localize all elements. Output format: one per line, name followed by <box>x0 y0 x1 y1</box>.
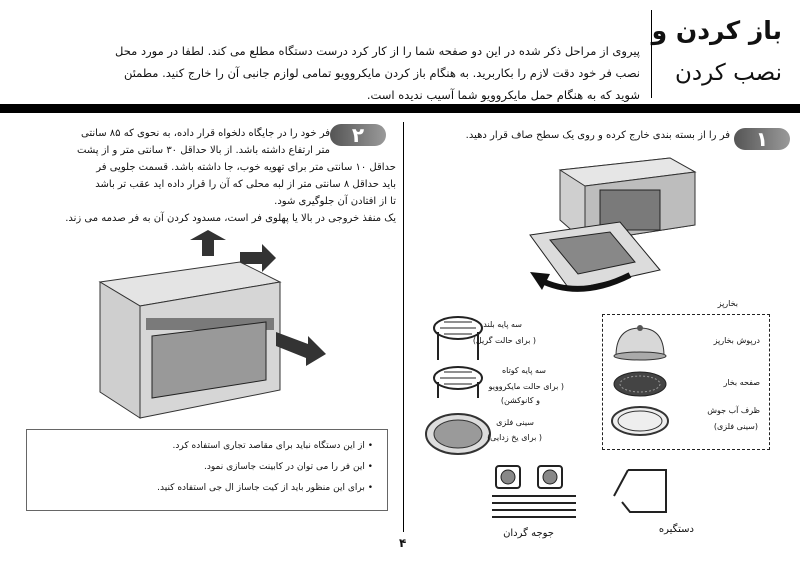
intro-line: پیروی از مراحل ذکر شده در این دو صفحه شم… <box>115 44 640 58</box>
step2-line: تا از افتادن آن جلوگیری شود. <box>274 196 396 207</box>
low-rack-label: سه پایه کوتاه <box>501 366 546 375</box>
step2-badge: ۲ <box>330 124 386 146</box>
low-rack-note: ( برای حالت مایکروویو <box>488 382 564 391</box>
intro-line: شوید که به هنگام حمل مایکروویو شما آسیب … <box>366 88 640 102</box>
notes-box: • از این دستگاه نباید برای مقاصد تجاری ا… <box>26 429 388 511</box>
note-item: • این فر را می توان در کابینت جاسازی نمو… <box>204 462 373 472</box>
metal-tray-icon <box>425 413 491 455</box>
step1-text: فر را از بسته بندی خارج کرده و روی یک سط… <box>465 130 730 141</box>
step2-line: باید حداقل ۸ سانتی متر از لبه محلی که آن… <box>95 179 396 190</box>
note-item: • برای این منظور باید از کیت جاساز ال جی… <box>157 483 373 493</box>
high-rack-label: سه پایه بلند <box>483 320 522 329</box>
steam-cover-label: درپوش بخارپز <box>713 336 760 345</box>
handle-label: دستگیره <box>658 524 694 535</box>
handle-icon <box>613 469 667 513</box>
metal-tray-label: سینی فلزی <box>496 418 534 427</box>
boil-bowl-note: (سینی فلزی) <box>713 422 758 431</box>
high-rack-note: ( برای حالت گریل) <box>472 336 536 345</box>
note-item: • از این دستگاه نباید برای مقاصد تجاری ا… <box>172 441 373 451</box>
boil-bowl-label: ظرف آب جوش <box>707 406 760 415</box>
steamer-group-box <box>602 314 770 450</box>
steamer-group-label: بخارپز <box>678 297 738 310</box>
header-bar <box>0 104 800 113</box>
column-divider <box>403 122 404 532</box>
page-number: ۴ <box>399 536 407 550</box>
page-title-line2: نصب کردن <box>674 60 782 86</box>
page-title-line1: باز کردن و <box>651 16 782 45</box>
low-rack-note: و کانوکشن) <box>500 396 540 405</box>
high-rack-icon <box>433 316 483 360</box>
low-rack-icon <box>433 366 483 398</box>
step2-line: یک منفذ خروجی در بالا یا پهلوی فر است، م… <box>65 213 396 224</box>
rotisserie-label: جوجه گردان <box>503 528 554 539</box>
step2-text: فر خود را در جایگاه دلخواه قرار داده، به… <box>10 125 396 227</box>
step1-badge: ۱ <box>734 128 790 150</box>
steam-cover-icon <box>613 325 667 361</box>
boil-bowl-icon <box>611 406 669 436</box>
intro-paragraph: پیروی از مراحل ذکر شده در این دو صفحه شم… <box>30 40 640 106</box>
oven-clearance-illustration <box>98 230 326 419</box>
step2-line: حداقل ۱۰ سانتی متر برای تهویه خوب، جا دا… <box>96 162 396 173</box>
title-divider <box>651 10 652 98</box>
step2-line: متر ارتفاع داشته باشد. از بالا حداقل ۳۰ … <box>77 145 330 156</box>
steam-plate-label: صفحه بخار <box>723 378 760 387</box>
metal-tray-note: ( برای یخ زدایی) <box>487 433 542 442</box>
intro-line: نصب فر خود دقت لازم را بکاربرید. به هنگا… <box>123 66 640 80</box>
rotisserie-icon <box>492 465 576 518</box>
open-oven-illustration <box>529 157 697 292</box>
step2-line: فر خود را در جایگاه دلخواه قرار داده، به… <box>81 128 330 139</box>
steam-plate-icon <box>613 371 667 397</box>
